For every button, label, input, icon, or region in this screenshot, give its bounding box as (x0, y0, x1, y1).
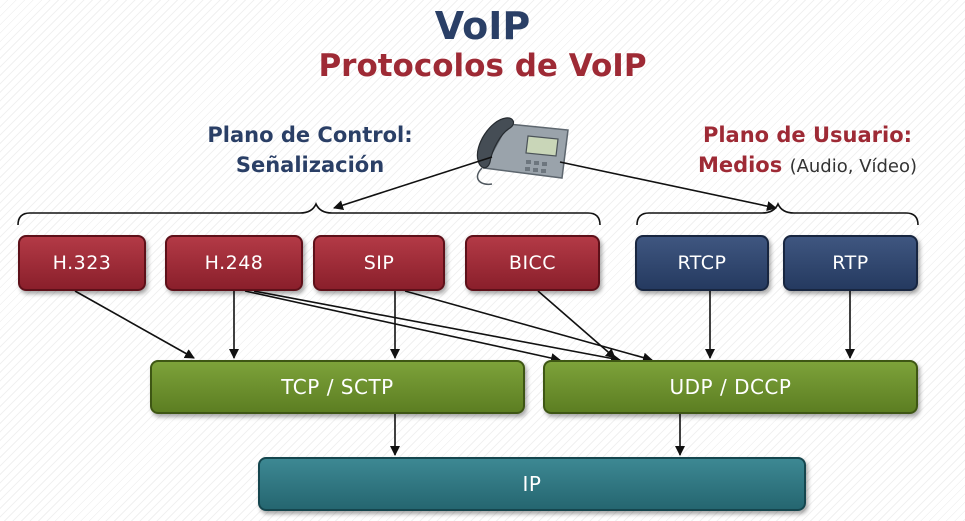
user-plane-media: Medios (697, 153, 783, 177)
user-plane-media-types: (Audio, Vídeo) (789, 156, 918, 177)
user-plane-label: Plano de Usuario: Medios (Audio, Vídeo) (650, 120, 965, 182)
arrow-h323-tcp (74, 290, 195, 359)
protocol-box-h248: H.248 (165, 235, 303, 291)
user-plane-brace (636, 202, 919, 226)
user-plane-title: Plano de Usuario: (702, 123, 913, 147)
arrow-sip-udp (404, 290, 653, 363)
protocol-box-rtp: RTP (783, 235, 918, 291)
arrow-bicc-udp (537, 290, 616, 359)
page-title: VoIP (434, 4, 531, 48)
protocol-box-h323: H.323 (18, 235, 146, 291)
control-plane-title: Plano de Control: (207, 123, 413, 147)
control-plane-brace (17, 202, 601, 226)
arrow-phone-to-user (559, 161, 777, 212)
control-plane-subtitle: Señalización (235, 153, 385, 177)
control-plane-label: Plano de Control: Señalización (150, 120, 470, 180)
arrow-sip-udp-2 (244, 290, 561, 363)
protocol-box-sip: SIP (313, 235, 445, 291)
protocol-box-rtcp: RTCP (635, 235, 769, 291)
transport-box-tcp-sctp: TCP / SCTP (150, 360, 525, 414)
page-subtitle: Protocolos de VoIP (318, 48, 647, 84)
arrow-phone-to-control (333, 156, 493, 210)
transport-box-udp-dccp: UDP / DCCP (543, 360, 918, 414)
network-box-ip: IP (258, 457, 806, 511)
protocol-box-bicc: BICC (465, 235, 600, 291)
user-plane-subtitle: Medios (Audio, Vídeo) (650, 150, 965, 182)
arrow-h248-udp (253, 290, 621, 364)
ip-phone-icon (476, 117, 569, 186)
